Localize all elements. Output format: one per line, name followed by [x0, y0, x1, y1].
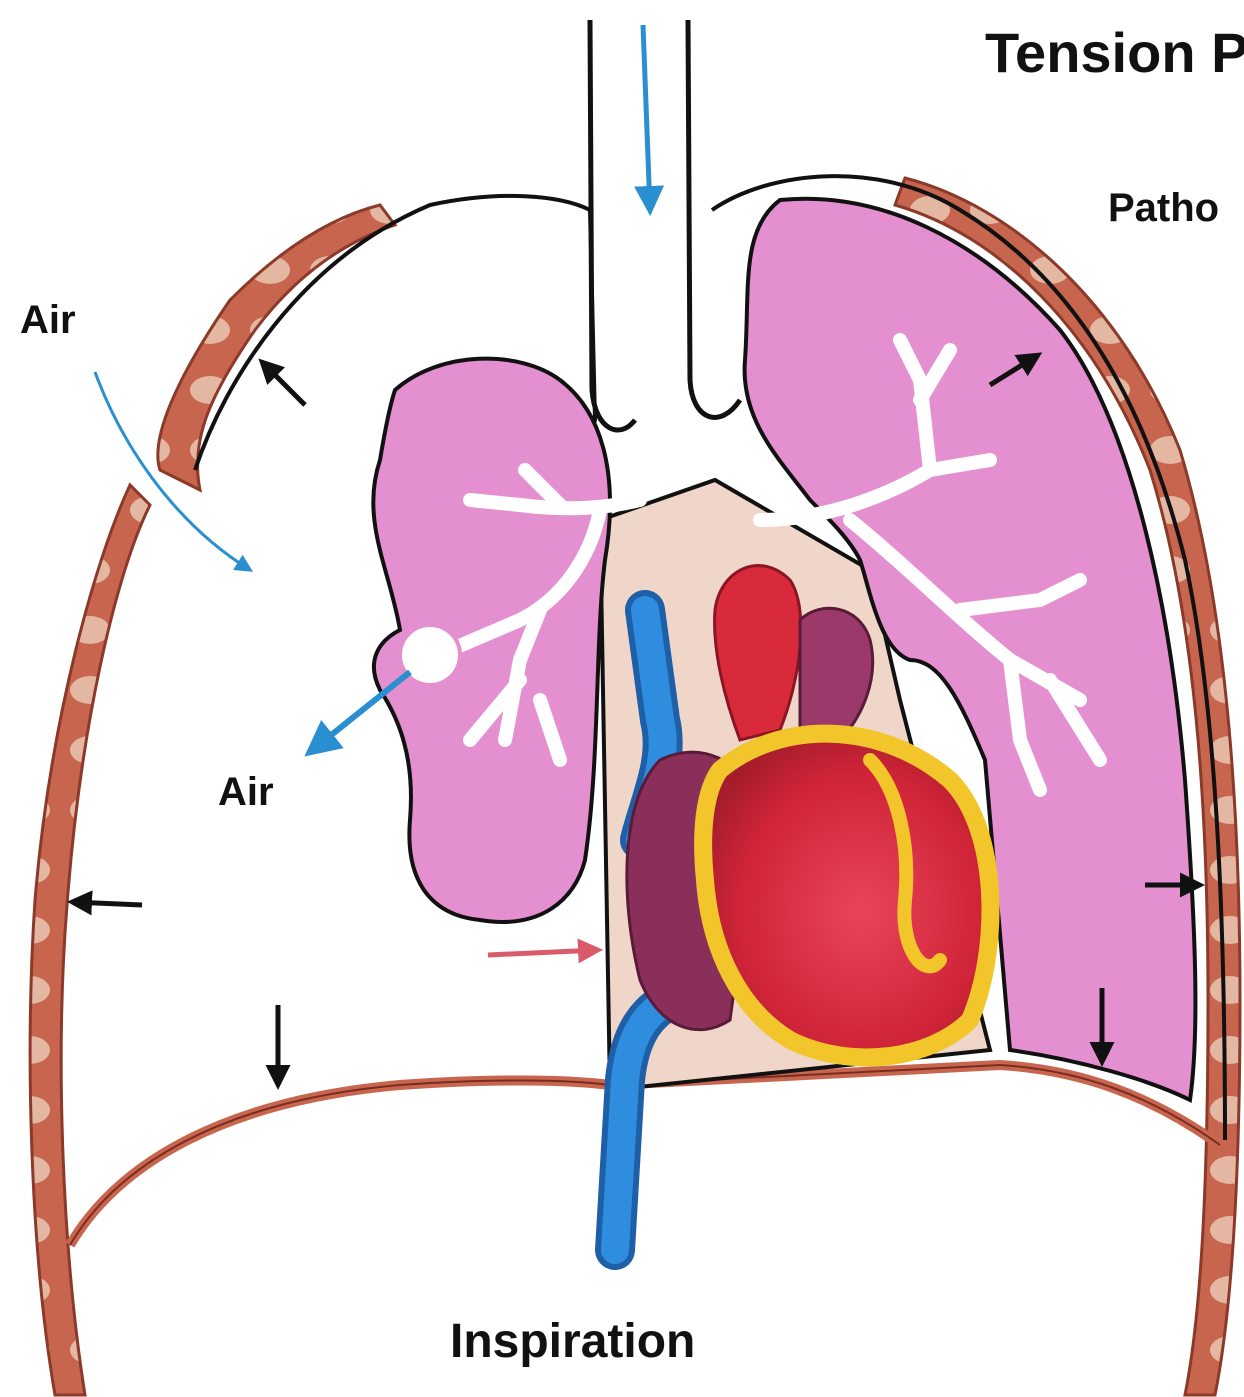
diaphragm-edge [70, 1065, 1220, 1245]
inspiration-caption: Inspiration [450, 1318, 695, 1366]
heart-ventricles [703, 734, 990, 1058]
pressure-arrow-upper-left [262, 362, 305, 405]
diaphragm [70, 1065, 1220, 1245]
chest-wall-left-lower [30, 485, 150, 1395]
mediastinal-shift-arrow [488, 950, 598, 955]
air-label-internal: Air [218, 772, 274, 812]
chest-wall-left [158, 205, 395, 490]
pressure-arrow-left-wall [72, 902, 142, 905]
diagram-title: Tension P [985, 25, 1244, 81]
diagram-subtitle: Patho [1108, 188, 1219, 228]
trachea [590, 20, 740, 430]
air-label-external: Air [20, 300, 76, 340]
air-inflow-trachea-arrow [643, 25, 650, 210]
